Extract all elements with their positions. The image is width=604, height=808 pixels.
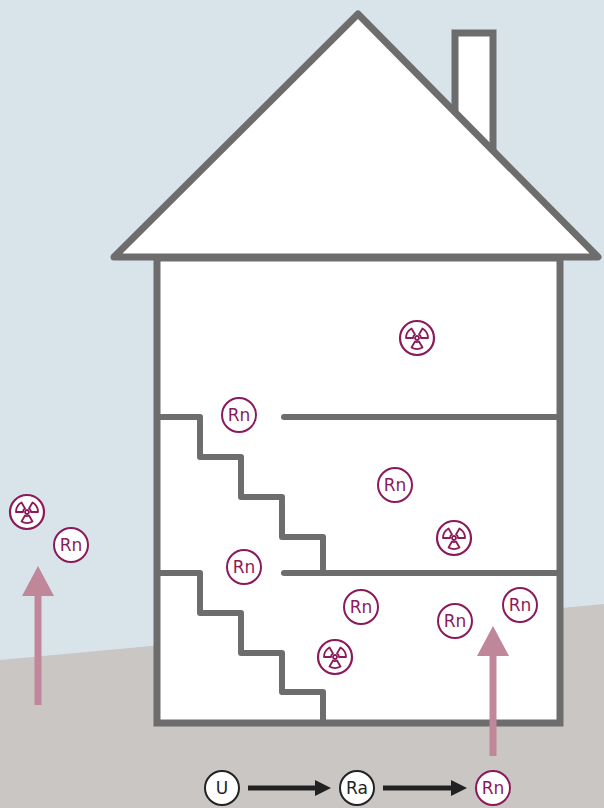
element-circle: Rn <box>226 549 262 585</box>
element-symbol: Rn <box>228 407 251 424</box>
element-symbol: Rn <box>350 599 373 616</box>
element-symbol: Rn <box>444 613 467 630</box>
radiation-symbol <box>400 321 434 355</box>
decay-arrow <box>248 780 331 796</box>
radiation-symbol <box>318 640 352 674</box>
element-symbol: Rn <box>60 537 83 554</box>
element-circle: Rn <box>221 397 257 433</box>
element-circle: Rn <box>437 603 473 639</box>
element-symbol: Rn <box>233 559 256 576</box>
radiation-symbol <box>10 495 44 529</box>
element-symbol: U <box>216 780 228 797</box>
element-circle: Rn <box>377 467 413 503</box>
arrow-line <box>383 786 455 791</box>
element-symbol: Rn <box>482 780 505 797</box>
radiation-symbol <box>437 521 471 555</box>
roof <box>114 14 598 257</box>
element-circle: Rn <box>475 770 511 806</box>
lower-floor <box>160 573 323 721</box>
arrow-head <box>315 780 331 796</box>
arrow-head <box>477 626 509 656</box>
rising-arrow <box>490 652 497 756</box>
arrow-head <box>22 566 54 596</box>
element-symbol: Rn <box>509 597 532 614</box>
element-circle: Ra <box>339 770 375 806</box>
element-symbol: Ra <box>346 780 368 797</box>
upper-floor <box>284 414 557 420</box>
element-circle: U <box>204 770 240 806</box>
rising-arrow <box>35 592 42 705</box>
element-circle: Rn <box>343 589 379 625</box>
decay-arrow <box>383 780 467 796</box>
house-wall <box>157 258 560 723</box>
lower-floor <box>284 570 557 576</box>
arrow-head <box>451 780 467 796</box>
element-circle: Rn <box>502 587 538 623</box>
element-circle: Rn <box>53 527 89 563</box>
arrow-line <box>248 786 319 791</box>
element-symbol: Rn <box>384 477 407 494</box>
